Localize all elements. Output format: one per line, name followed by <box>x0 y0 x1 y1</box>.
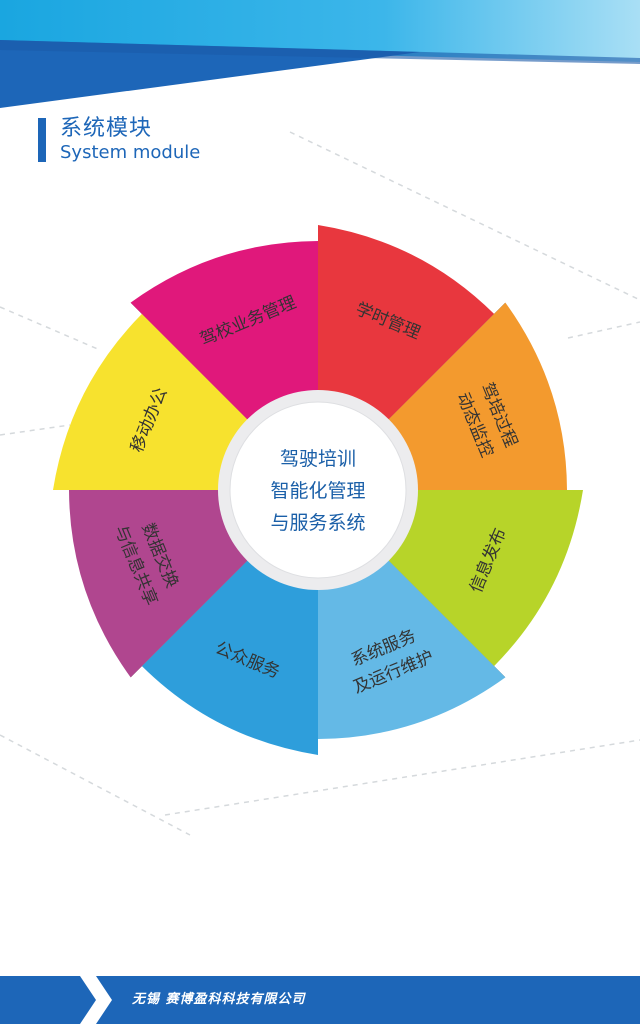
heading-title-en: System module <box>60 142 201 163</box>
heading-accent-bar <box>38 118 46 162</box>
banner-dark-stripe <box>0 40 420 108</box>
footer-company-name: 无锡 赛博盈科科技有限公司 <box>132 992 306 1007</box>
wheel-segment <box>141 557 318 755</box>
hub-line-3: 与服务系统 <box>270 512 365 534</box>
dashed-line-2 <box>0 306 101 351</box>
footer-chevron-icon <box>80 976 112 1024</box>
footer-bar <box>0 976 640 1024</box>
banner-dark-stripe-edge <box>0 40 640 64</box>
heading-title-cn: 系统模块 <box>60 116 153 141</box>
wheel-segment <box>130 241 318 423</box>
wheel-segment <box>53 313 251 490</box>
wheel-segment <box>385 302 567 490</box>
wheel-segments <box>53 225 583 755</box>
dashed-line-4 <box>567 321 640 339</box>
hub-line-2: 智能化管理 <box>270 480 365 502</box>
hub-text: 驾驶培训 智能化管理 与服务系统 <box>270 448 365 534</box>
wheel-segment <box>318 225 495 423</box>
dashed-line-1 <box>289 131 640 301</box>
hub-circle <box>229 401 407 579</box>
wheel-segment <box>385 490 583 667</box>
wheel-segment <box>69 490 251 678</box>
header-banner <box>0 0 640 108</box>
dashed-line-6 <box>164 739 640 816</box>
wheel-segment <box>318 557 506 739</box>
dashed-line-3 <box>0 424 71 436</box>
hub-line-1: 驾驶培训 <box>280 448 356 470</box>
